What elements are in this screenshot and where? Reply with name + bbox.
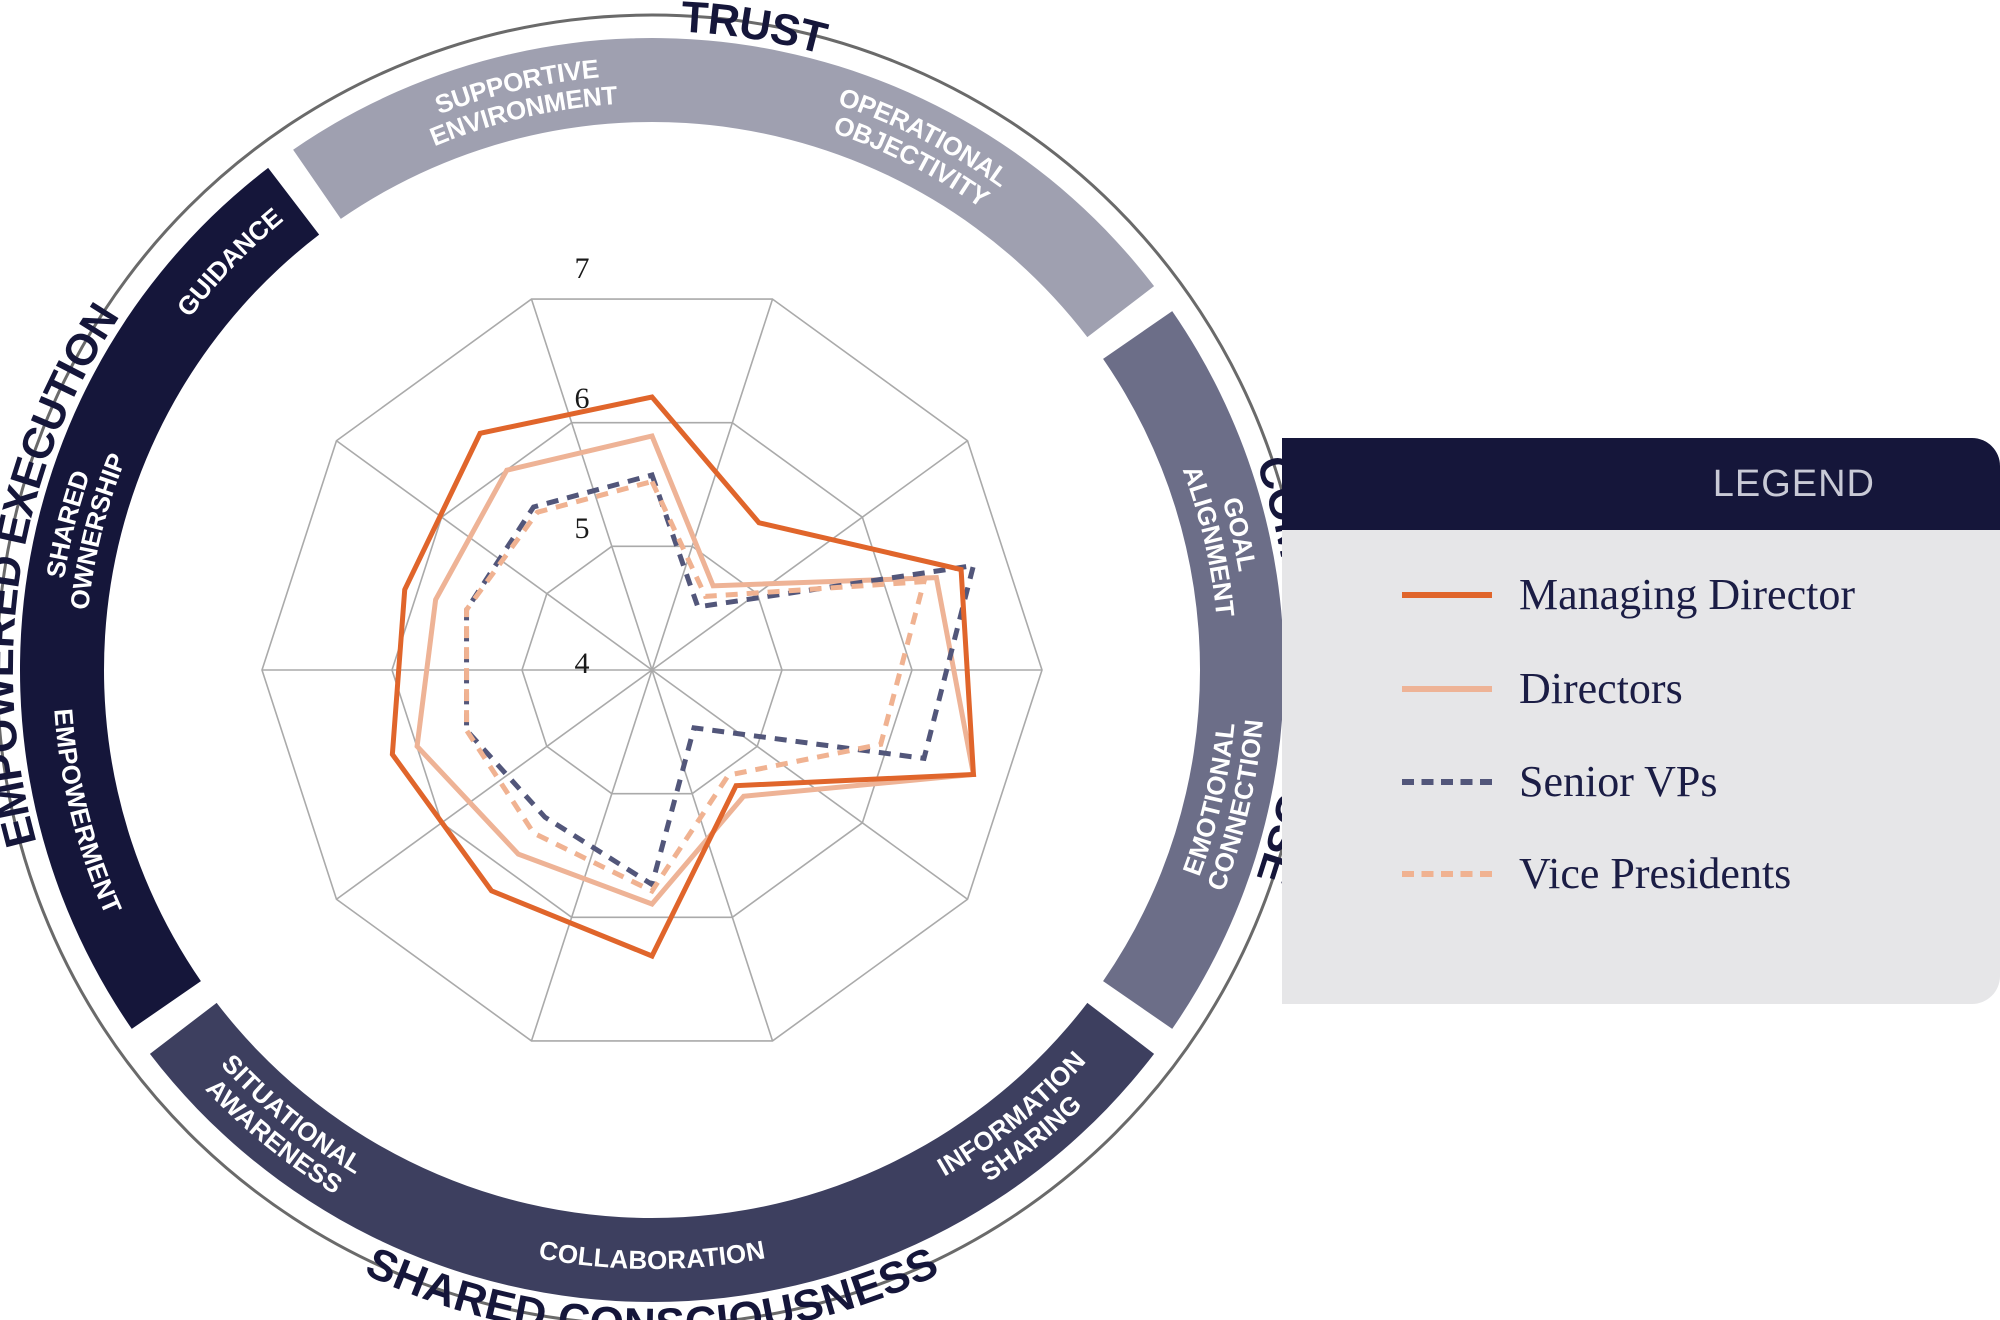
legend-item-directors: Directors: [1402, 659, 1982, 719]
tick-label-7: 7: [575, 252, 590, 285]
tick-label-4: 4: [575, 647, 590, 680]
legend-label: Directors: [1519, 664, 1683, 713]
legend-label: Senior VPs: [1519, 757, 1718, 806]
legend: LEGEND Managing Director Directors Senio…: [1282, 438, 2000, 1004]
tick-label-6: 6: [575, 382, 590, 415]
series-line-vice-presidents: [464, 478, 928, 895]
legend-swatch: [1402, 871, 1492, 877]
grid-spoke: [530, 669, 653, 1042]
legend-item-managing-director: Managing Director: [1402, 565, 1982, 625]
tick-label-group: 4 5 6 7: [575, 252, 590, 680]
grid-spoke: [336, 669, 653, 900]
grid-spoke: [651, 440, 968, 671]
legend-header: LEGEND: [1282, 438, 2000, 530]
legend-swatch: [1402, 779, 1492, 785]
category-band-group: [20, 38, 1284, 1302]
legend-item-senior-vps: Senior VPs: [1402, 752, 1982, 812]
category-band-empowered-execution: [20, 167, 320, 1029]
tick-label-5: 5: [575, 512, 590, 545]
series-line-managing-director: [389, 394, 977, 960]
legend-swatch: [1402, 592, 1492, 598]
grid-group: [261, 298, 1043, 1042]
grid-spoke: [336, 440, 653, 671]
legend-item-vice-presidents: Vice Presidents: [1402, 844, 1982, 904]
legend-title: LEGEND: [1712, 463, 1875, 505]
grid-spoke: [651, 669, 774, 1042]
legend-label: Managing Director: [1519, 570, 1855, 619]
series-group: [389, 394, 977, 960]
grid-spoke: [530, 298, 653, 671]
legend-swatch: [1402, 686, 1492, 692]
grid-spoke: [651, 298, 774, 671]
legend-body: Managing Director Directors Senior VPs V…: [1282, 530, 2000, 1004]
legend-label: Vice Presidents: [1519, 849, 1792, 898]
category-band-common-purpose: [1103, 311, 1284, 1029]
category-band-trust: [293, 38, 1155, 338]
category-band-shared-consciousness: [149, 1002, 1155, 1302]
